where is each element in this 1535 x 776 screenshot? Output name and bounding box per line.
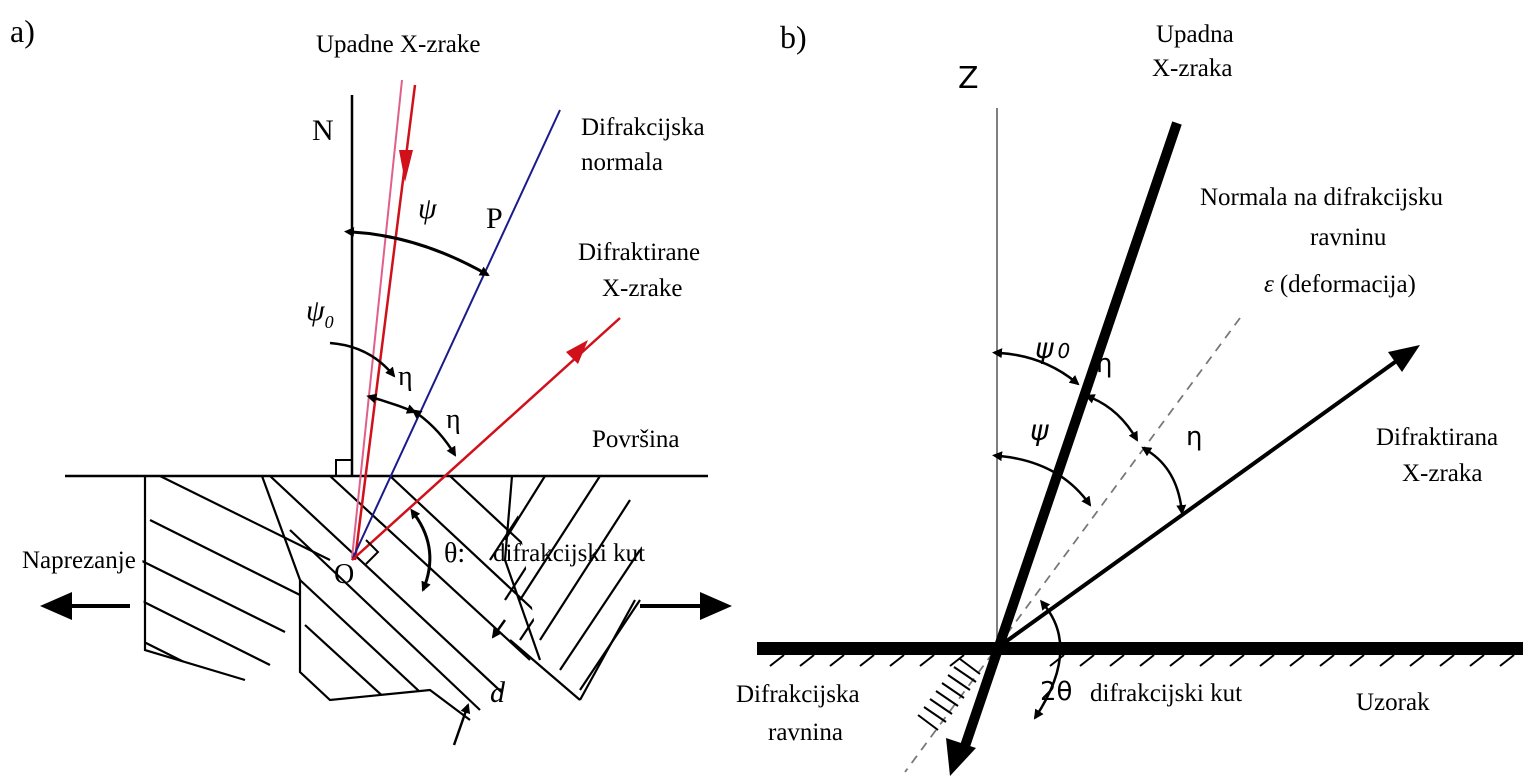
symbol-Z: Z (958, 61, 979, 96)
incident-rays-label: Upadne X-zrake (316, 31, 481, 58)
surface-label: Površina (592, 426, 680, 453)
panel-b-label: b) (780, 19, 807, 55)
theta-angle-arc (410, 508, 432, 592)
incident-ray-pink (351, 79, 403, 559)
sample-label: Uzorak (1356, 689, 1430, 716)
psi0-arc-b (992, 348, 1080, 386)
symbol-d: d (490, 676, 506, 709)
diffraction-angle-label-b: difrakcijski kut (1090, 680, 1242, 707)
psi-angle-arc (344, 227, 490, 277)
grain-boundaries (143, 475, 542, 721)
plane-normal-label-1: Normala na difrakcijsku (1200, 184, 1443, 211)
plane-normal-label-2: ravninu (1310, 224, 1387, 251)
symbol-P: P (486, 202, 503, 235)
psi-arc-b (992, 451, 1092, 507)
eta2-arc-b (1141, 446, 1187, 515)
diffraction-plane-label-1: Difrakcijska (736, 681, 860, 708)
panel-b: b) (736, 19, 1523, 776)
sample-surface (757, 642, 1523, 655)
d-arrow-bottom (452, 703, 471, 746)
grain-hatching (140, 476, 540, 720)
grain-right-outer (504, 475, 641, 701)
diffracted-rays-label-1: Difraktirane (578, 239, 700, 266)
symbol-eta1-b: η (1096, 349, 1112, 379)
symbol-theta-a: θ: (444, 538, 465, 569)
diffraction-plane-label-2: ravnina (768, 719, 843, 746)
diffraction-normal-label-1: Difrakcijska (581, 114, 705, 141)
d-arrow-top (491, 619, 507, 639)
symbol-psi-b: ψ (1030, 414, 1049, 447)
two-theta-arc-b (1033, 599, 1062, 720)
stress-arrow-left (40, 592, 130, 620)
diffracted-ray-b (995, 355, 1404, 650)
stress-label: Naprezanje (22, 547, 136, 574)
incident-ray-label-2: X-zraka (1152, 55, 1233, 82)
diffraction-plane-hatch (917, 658, 981, 731)
diffracted-arrowhead-b (1388, 345, 1420, 372)
strain-label: ε(deformacija) (1264, 271, 1416, 298)
symbol-eta1-a: η (398, 361, 413, 392)
stress-arrow-right (640, 592, 732, 620)
incident-ray-label-1: Upadna (1156, 21, 1234, 48)
symbol-psi0-a: ψ0 (306, 294, 334, 332)
incident-arrowhead-b (946, 738, 976, 776)
symbol-O: O (334, 559, 354, 590)
symbol-N: N (312, 114, 334, 147)
diffracted-rays-label-2: X-zrake (602, 275, 683, 302)
diffraction-normal-line (351, 109, 561, 561)
sample-hatch (769, 654, 1515, 667)
panel-a: a) (10, 13, 732, 746)
incident-arrowhead (399, 150, 413, 182)
symbol-2theta: 2θ (1040, 677, 1072, 707)
diffracted-arrowhead (566, 340, 588, 364)
diffracted-ray-label-1: Difraktirana (1376, 424, 1498, 451)
incident-ray-b (958, 121, 1182, 754)
symbol-eta2-b: η (1186, 422, 1202, 452)
eta1-arc-b (1084, 394, 1139, 442)
panel-a-label: a) (10, 13, 35, 49)
right-angle-O (365, 539, 380, 565)
diffracted-ray-label-2: X-zraka (1402, 460, 1483, 487)
psi0-angle-arc (329, 341, 396, 378)
symbol-psi-a: ψ (418, 192, 438, 225)
diffraction-angle-label-a: difrakcijski kut (493, 540, 645, 567)
eta2-angle-arc (411, 409, 457, 457)
symbol-eta2-a: η (446, 404, 461, 435)
diffraction-normal-label-2: normala (581, 149, 663, 176)
right-angle-mark (335, 459, 352, 476)
eta1-angle-arc (366, 393, 417, 414)
grain-left (140, 476, 331, 696)
